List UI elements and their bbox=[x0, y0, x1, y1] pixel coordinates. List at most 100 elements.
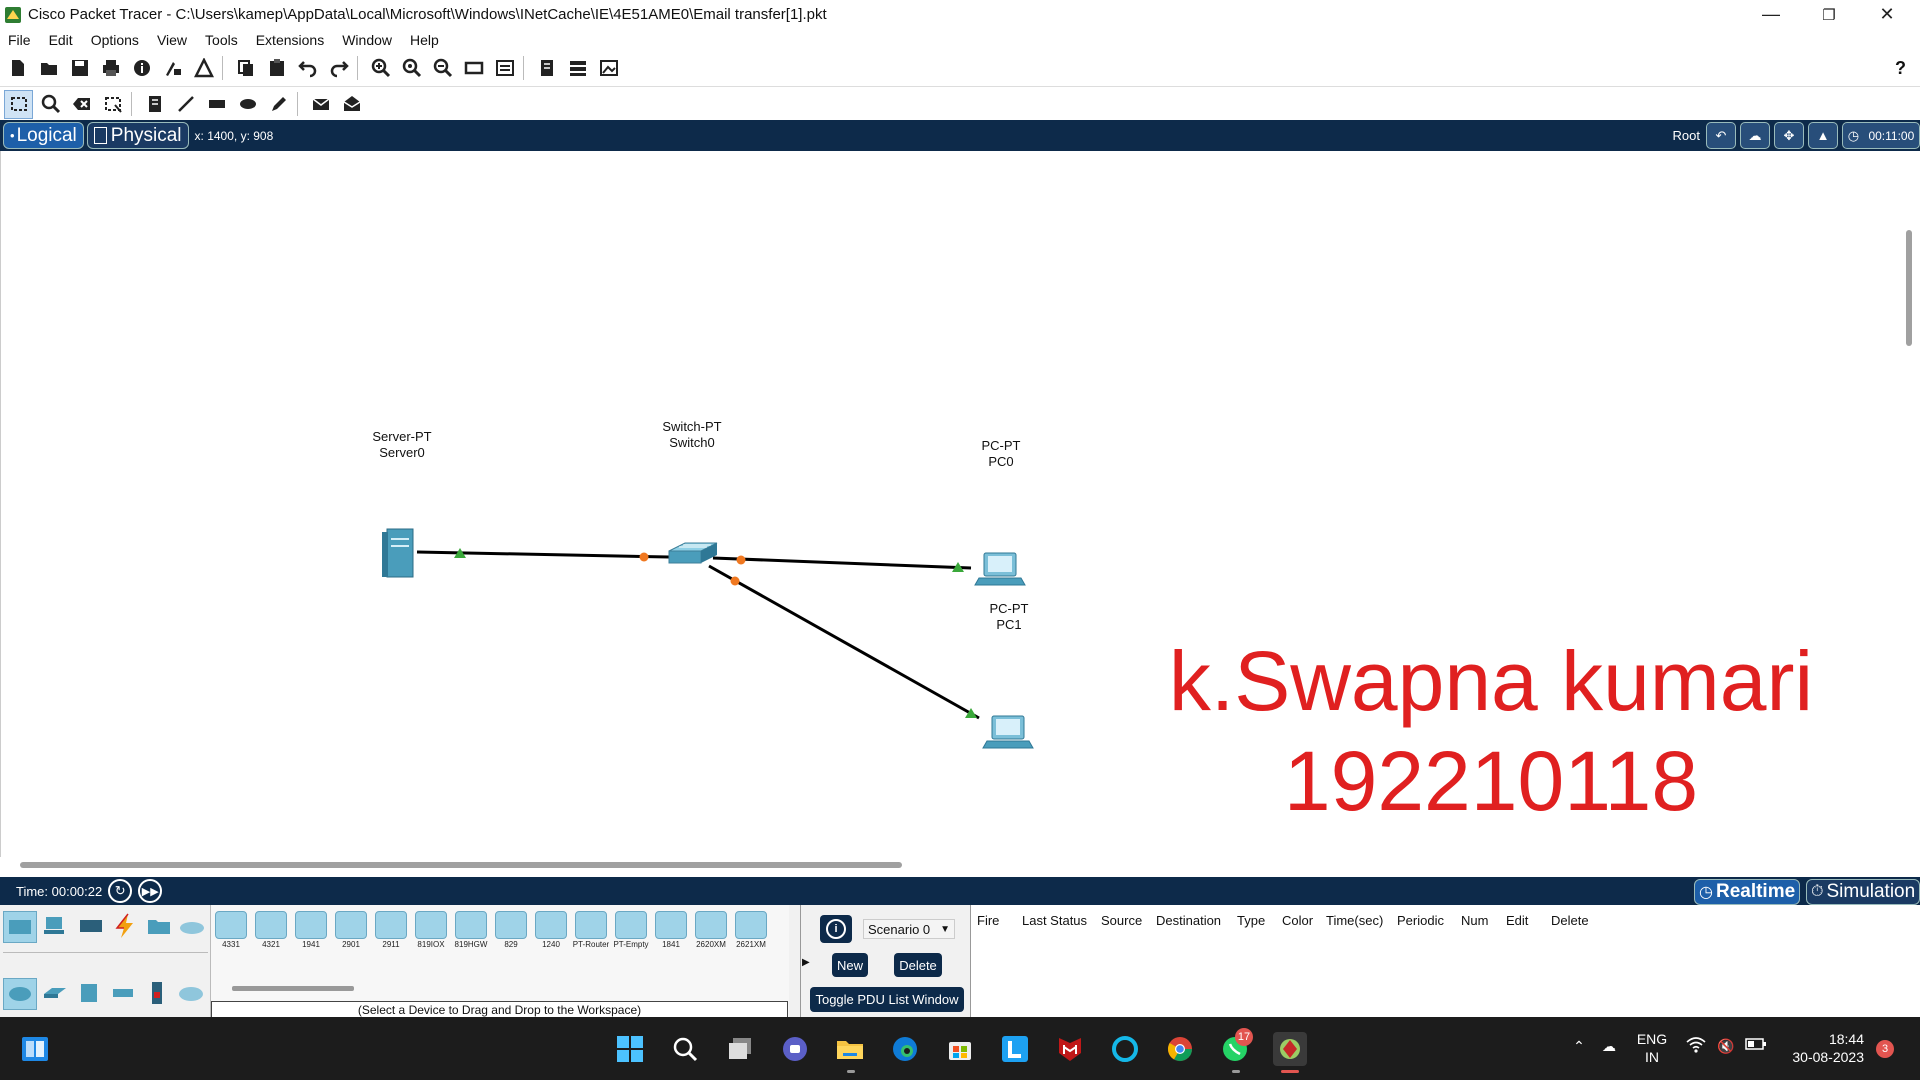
freeform-tool[interactable] bbox=[265, 91, 292, 118]
place-note-tool[interactable] bbox=[141, 91, 168, 118]
set-background-button[interactable]: ▲ bbox=[1808, 122, 1838, 149]
model-pt-router[interactable]: PT-Router bbox=[573, 911, 609, 949]
mcafee-button[interactable] bbox=[1053, 1032, 1087, 1066]
print-button[interactable] bbox=[97, 55, 124, 82]
paste-button[interactable] bbox=[263, 55, 290, 82]
search-button[interactable] bbox=[668, 1032, 702, 1066]
category-connections[interactable] bbox=[109, 911, 141, 941]
menu-options[interactable]: Options bbox=[90, 32, 139, 48]
category-network-devices[interactable] bbox=[3, 911, 37, 943]
vertical-scrollbar[interactable] bbox=[1906, 230, 1912, 346]
server-icon[interactable] bbox=[382, 528, 414, 578]
delete-scenario-button[interactable]: Delete bbox=[894, 953, 942, 977]
widgets-button[interactable] bbox=[18, 1032, 52, 1066]
menu-window[interactable]: Window bbox=[342, 32, 392, 48]
minimize-button[interactable]: — bbox=[1742, 0, 1800, 29]
subcategory-wan-emulation[interactable] bbox=[175, 978, 207, 1008]
undo-button[interactable] bbox=[294, 55, 321, 82]
onedrive-button[interactable]: ☁ bbox=[1597, 1037, 1621, 1055]
model-4331[interactable]: 4331 bbox=[213, 911, 249, 949]
select-tool[interactable] bbox=[4, 89, 33, 119]
info-button[interactable] bbox=[128, 55, 155, 82]
alexa-button[interactable] bbox=[1108, 1032, 1142, 1066]
task-view-button[interactable] bbox=[723, 1032, 757, 1066]
drawing-palette-button[interactable] bbox=[460, 55, 487, 82]
category-multiuser[interactable] bbox=[176, 911, 208, 941]
model-829[interactable]: 829 bbox=[493, 911, 529, 949]
chrome-button[interactable] bbox=[1163, 1032, 1197, 1066]
save-button[interactable] bbox=[66, 55, 93, 82]
notes-button[interactable] bbox=[533, 55, 560, 82]
link-server-switch[interactable] bbox=[416, 550, 670, 559]
zoom-in-button[interactable] bbox=[367, 55, 394, 82]
pc-icon[interactable] bbox=[974, 552, 1026, 586]
category-components[interactable] bbox=[75, 911, 107, 941]
activity-wizard-button[interactable] bbox=[190, 55, 217, 82]
power-cycle-button[interactable]: ↻ bbox=[108, 879, 133, 903]
category-miscellaneous[interactable] bbox=[143, 911, 175, 941]
menu-extensions[interactable]: Extensions bbox=[255, 32, 325, 48]
back-button[interactable]: ↶ bbox=[1706, 122, 1736, 149]
subcategory-security[interactable] bbox=[141, 978, 173, 1008]
resize-tool[interactable] bbox=[99, 91, 126, 118]
zoom-reset-button[interactable] bbox=[398, 55, 425, 82]
custom-device-button[interactable] bbox=[159, 55, 186, 82]
viewport-clock[interactable]: ◷00:11:00 bbox=[1842, 122, 1920, 149]
subcategory-routers[interactable] bbox=[3, 978, 37, 1010]
physical-view-tab[interactable]: Physical bbox=[86, 122, 189, 149]
model-819hgw[interactable]: 819HGW bbox=[453, 911, 489, 949]
menu-tools[interactable]: Tools bbox=[205, 32, 238, 48]
horizontal-scrollbar[interactable] bbox=[20, 862, 902, 868]
model-1841[interactable]: 1841 bbox=[653, 911, 689, 949]
move-object-button[interactable]: ✥ bbox=[1774, 122, 1804, 149]
ipc-button[interactable] bbox=[595, 55, 622, 82]
cluster-button[interactable] bbox=[564, 55, 591, 82]
inspect-tool[interactable] bbox=[37, 91, 64, 118]
model-2901[interactable]: 2901 bbox=[333, 911, 369, 949]
file-explorer-button[interactable] bbox=[833, 1032, 867, 1066]
menu-edit[interactable]: Edit bbox=[48, 32, 73, 48]
custom-devices-dialog-button[interactable] bbox=[491, 55, 518, 82]
collapse-arrow-icon[interactable]: ▶ bbox=[802, 957, 810, 968]
subcategory-hubs[interactable] bbox=[73, 978, 105, 1008]
redo-button[interactable] bbox=[325, 55, 352, 82]
edge-browser-button[interactable] bbox=[888, 1032, 922, 1066]
switch-icon[interactable] bbox=[668, 542, 718, 564]
model-2620xm[interactable]: 2620XM bbox=[693, 911, 729, 949]
model-2621xm[interactable]: 2621XM bbox=[733, 911, 769, 949]
model-1240[interactable]: 1240 bbox=[533, 911, 569, 949]
add-complex-pdu-tool[interactable] bbox=[338, 91, 365, 118]
menu-view[interactable]: View bbox=[156, 32, 188, 48]
pc-icon[interactable] bbox=[982, 715, 1034, 749]
help-button[interactable]: ? bbox=[1895, 57, 1906, 78]
start-button[interactable] bbox=[613, 1032, 647, 1066]
scenario-select[interactable]: Scenario 0 ▼ bbox=[863, 919, 955, 939]
link-switch-pc0[interactable] bbox=[712, 556, 972, 570]
category-end-devices[interactable] bbox=[39, 911, 71, 941]
show-hidden-icons-button[interactable]: ⌃ bbox=[1569, 1037, 1589, 1055]
realtime-mode-button[interactable]: ◷Realtime bbox=[1694, 879, 1801, 905]
battery-button[interactable] bbox=[1744, 1037, 1768, 1055]
zoom-out-button[interactable] bbox=[429, 55, 456, 82]
menu-file[interactable]: File bbox=[8, 32, 31, 48]
device-list-scrollbar[interactable] bbox=[232, 986, 354, 991]
model-1941[interactable]: 1941 bbox=[293, 911, 329, 949]
microsoft-store-button[interactable] bbox=[943, 1032, 977, 1066]
copy-button[interactable] bbox=[232, 55, 259, 82]
restore-button[interactable]: ❐ bbox=[1800, 0, 1858, 29]
volume-button[interactable]: 🔇 bbox=[1714, 1037, 1738, 1055]
scenario-info-button[interactable]: i bbox=[820, 915, 852, 943]
add-simple-pdu-tool[interactable] bbox=[307, 91, 334, 118]
draw-ellipse-tool[interactable] bbox=[234, 91, 261, 118]
close-button[interactable]: ✕ bbox=[1858, 0, 1916, 29]
teams-chat-button[interactable] bbox=[778, 1032, 812, 1066]
fast-forward-button[interactable]: ▶▶ bbox=[138, 879, 163, 903]
model-2911[interactable]: 2911 bbox=[373, 911, 409, 949]
menu-help[interactable]: Help bbox=[410, 32, 439, 48]
packet-tracer-taskbar-button[interactable] bbox=[1273, 1032, 1307, 1066]
l-app-button[interactable] bbox=[998, 1032, 1032, 1066]
wifi-button[interactable] bbox=[1684, 1037, 1708, 1057]
new-button[interactable] bbox=[4, 55, 31, 82]
new-cluster-button[interactable]: ☁ bbox=[1740, 122, 1770, 149]
